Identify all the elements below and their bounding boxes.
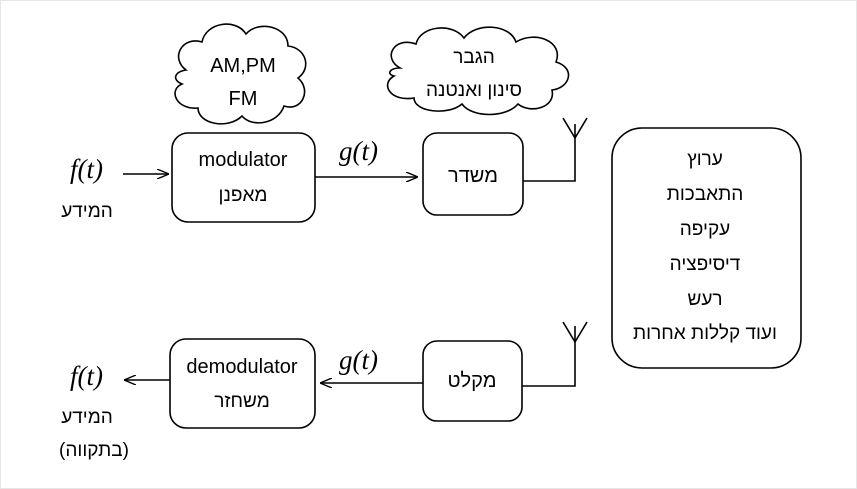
input-info-label: המידע: [61, 201, 113, 222]
demodulator-subtitle: משחזר: [214, 391, 270, 412]
transmitter-stages-line2: סינון ואנטנה: [426, 80, 522, 101]
transmit-antenna-icon: [523, 117, 588, 182]
modulation-types-cloud: [174, 23, 307, 125]
modulator-block: [171, 132, 316, 223]
transmitter-stages-cloud: [387, 26, 570, 116]
receiver-block: [422, 340, 523, 422]
output-signal-label: f(t): [70, 361, 103, 391]
channel-item: ועוד קללות אחרות: [633, 323, 777, 344]
modulation-types-line1: AM,PM: [210, 55, 276, 77]
demodulator-title: demodulator: [186, 356, 298, 378]
receive-signal-label: g(t): [339, 345, 378, 375]
transmit-signal-label: g(t): [339, 136, 378, 166]
receive-antenna-icon: [522, 321, 588, 387]
channel-block: [611, 127, 802, 369]
demodulator-block: [169, 338, 316, 429]
transmitter-stages-line1: הגבר: [453, 47, 495, 68]
channel-item: התאבכות: [667, 184, 744, 205]
receiver-label: מקלט: [448, 370, 497, 392]
modulator-subtitle: מאפנן: [219, 185, 268, 206]
modulator-title: modulator: [199, 149, 288, 171]
output-hope-note: (בתקווה): [59, 440, 129, 461]
channel-item: רעש: [687, 289, 722, 310]
channel-item: ערוץ: [687, 149, 723, 170]
channel-item: דיסיפציה: [670, 254, 741, 275]
transmitter-label: משדר: [448, 165, 498, 187]
output-info-label: המידע: [61, 407, 113, 428]
input-signal-label: f(t): [70, 154, 103, 184]
channel-item: עקיפה: [680, 219, 730, 240]
modulation-types-line2: FM: [229, 88, 258, 110]
transmitter-block: [422, 132, 524, 216]
